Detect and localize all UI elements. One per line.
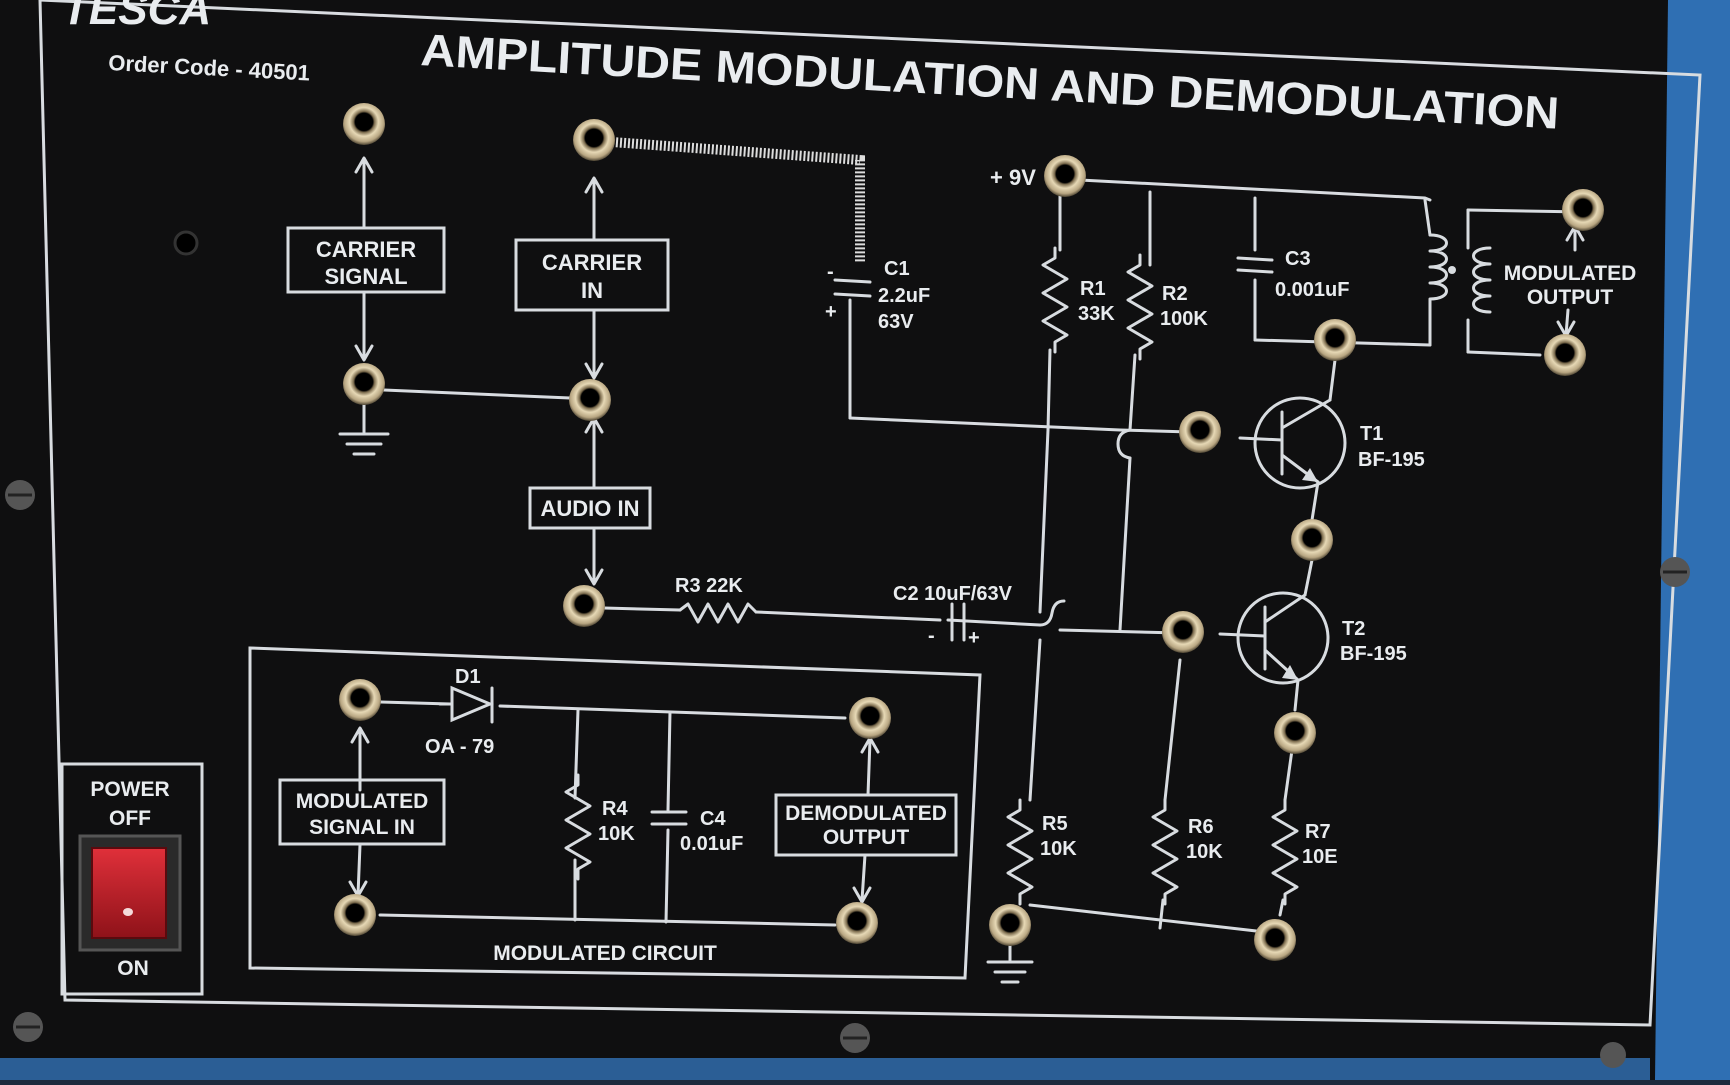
r7-ground-socket[interactable] [1254,919,1296,961]
transistor-t2-icon [1218,591,1330,685]
modulated-signal-in-socket[interactable] [339,679,381,721]
svg-text:+: + [825,301,837,323]
c1-value: 2.2uF [878,285,930,307]
svg-text:-: - [928,625,935,647]
capacitor-c2-icon: - + [928,602,980,649]
diode-d1-icon [438,685,494,724]
d1-type: OA - 79 [425,736,494,758]
modulated-signal-in-label-1: MODULATED [296,790,429,813]
ground-socket[interactable] [989,904,1031,946]
c2-label: C2 10uF/63V [893,583,1013,605]
t2-type: BF-195 [1340,643,1407,665]
c4-value: 0.01uF [680,833,743,855]
demodulated-output-label-2: OUTPUT [823,826,910,849]
c1-label: C1 [884,258,910,280]
c3-value: 0.001uF [1275,279,1349,301]
r1-label: R1 [1080,278,1106,300]
svg-text:+: + [968,627,980,649]
modulated-output-top-socket[interactable] [1562,189,1604,231]
r2-value: 100K [1160,308,1208,330]
t2-base-socket[interactable] [1162,611,1204,653]
power-switch[interactable] [78,834,182,952]
blue-frame [1645,0,1730,1080]
r3-label: R3 22K [675,575,743,597]
capacitor-c3-icon [1236,256,1274,274]
r2-label: R2 [1162,283,1188,305]
t1-collector-socket[interactable] [1314,319,1356,361]
t2-emitter-socket[interactable] [1274,712,1316,754]
modulated-circuit-ground-socket[interactable] [334,894,376,936]
carrier-in-box [514,238,670,312]
modulated-output-label-1: MODULATED [1504,262,1637,285]
screw-icon [5,480,35,510]
modulated-circuit-label: MODULATED CIRCUIT [493,942,717,965]
carrier-in-label-2: IN [581,278,603,303]
bottom-edge [0,1058,1650,1080]
carrier-in-socket[interactable] [569,379,611,421]
r6-value: 10K [1186,841,1223,863]
screw-icon [1600,1042,1626,1068]
t1-type: BF-195 [1358,449,1425,471]
d1-label: D1 [455,666,481,688]
carrier-signal-box [286,226,446,294]
mounting-hole [173,230,199,256]
svg-text:-: - [827,261,834,283]
carrier-signal-output-socket[interactable] [343,103,385,145]
demodulated-output-socket[interactable] [849,697,891,739]
capacitor-c1-icon: - + [825,261,872,323]
capacitor-c4-icon [650,810,688,826]
power-title: POWER [90,778,169,801]
t2-label: T2 [1342,618,1365,640]
modulated-circuit-box [248,646,982,980]
screw-icon [1660,557,1690,587]
audio-in-socket[interactable] [563,585,605,627]
demodulated-output-label-1: DEMODULATED [785,802,947,825]
carrier-in-top-socket[interactable] [573,119,615,161]
r5-value: 10K [1040,838,1077,860]
carrier-signal-label-2: SIGNAL [324,264,407,289]
carrier-signal-label-1: CARRIER [316,237,416,262]
modulated-signal-in-box [278,778,446,846]
transistor-t1-icon [1238,396,1347,490]
power-off-label: OFF [109,807,151,830]
modulated-output-label-2: OUTPUT [1527,286,1614,309]
carrier-in-label-1: CARRIER [542,250,642,275]
r6-label: R6 [1188,816,1214,838]
carrier-signal-ground-socket[interactable] [343,363,385,405]
modulated-output-bottom-socket[interactable] [1544,334,1586,376]
demodulated-output-box [774,793,958,857]
transformer-coil-icon [1428,233,1492,314]
t1-base-socket[interactable] [1179,411,1221,453]
power-on-label: ON [117,957,149,980]
r7-label: R7 [1305,821,1331,843]
modulated-signal-in-label-2: SIGNAL IN [309,816,415,839]
screw-icon [840,1023,870,1053]
r4-label: R4 [602,798,628,820]
c1-voltage: 63V [878,311,914,333]
screw-icon [13,1012,43,1042]
brand-logo: TESCA [62,0,211,34]
t1-label: T1 [1360,423,1383,445]
c3-label: C3 [1285,248,1311,270]
power-panel [60,762,204,996]
t1-emitter-socket[interactable] [1291,519,1333,561]
supply-label: + 9V [990,165,1036,190]
audio-in-box [528,486,652,530]
audio-in-label: AUDIO IN [541,496,640,521]
demodulated-ground-socket[interactable] [836,902,878,944]
r5-label: R5 [1042,813,1068,835]
r4-value: 10K [598,823,635,845]
supply-9v-socket[interactable] [1044,155,1086,197]
r7-value: 10E [1302,846,1338,868]
panel-border [38,0,1702,1027]
r1-value: 33K [1078,303,1115,325]
c4-label: C4 [700,808,726,830]
